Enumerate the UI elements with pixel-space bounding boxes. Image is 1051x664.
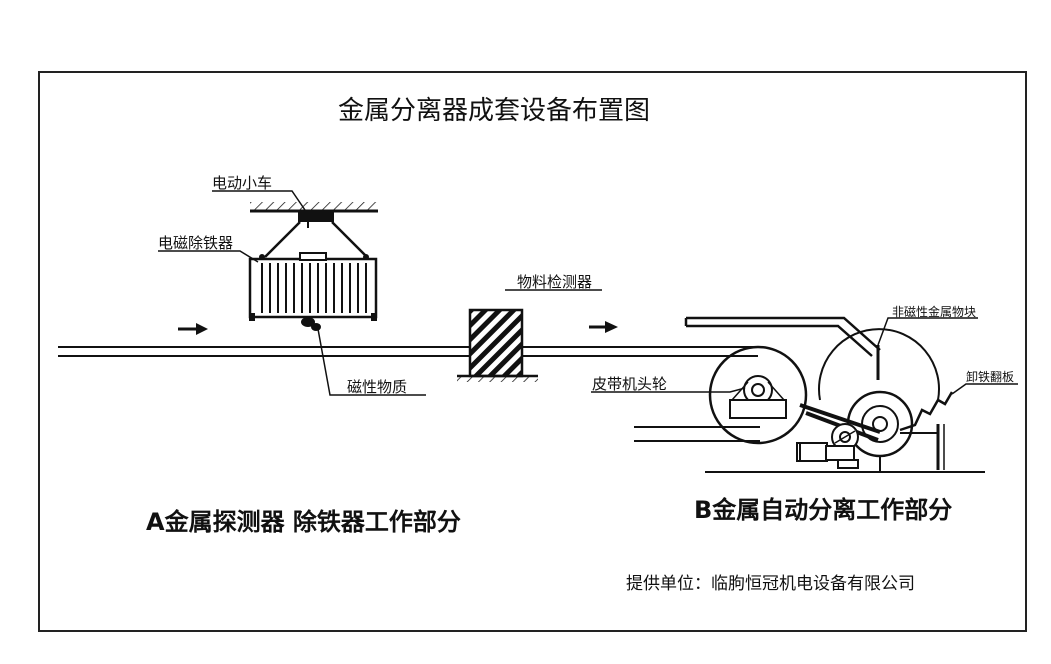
separator-frame (705, 444, 985, 473)
deflector-chute (684, 316, 881, 357)
leader-lines-a (158, 190, 426, 396)
material-detector (457, 308, 538, 382)
overhead-rail (250, 202, 378, 213)
section-a-caption: A金属探测器 除铁器工作部分 (146, 508, 461, 536)
label-cart: 电动小车 (212, 174, 272, 192)
leader-lines-b (591, 317, 1018, 395)
label-belt-head-pulley: 皮带机头轮 (592, 375, 667, 393)
label-material-detector: 物料检测器 (517, 273, 592, 291)
conveyor-belt (58, 346, 758, 357)
section-b-caption: B金属自动分离工作部分 (694, 496, 952, 524)
label-electromagnet: 电磁除铁器 (158, 234, 233, 252)
label-unloading-plate: 卸铁翻板 (966, 369, 1014, 384)
diagram-title: 金属分离器成套设备布置图 (338, 96, 650, 126)
electric-cart (264, 212, 368, 258)
flow-arrow-left (178, 323, 208, 335)
label-magnetic-material: 磁性物质 (347, 378, 407, 396)
provider-text: 提供单位：临朐恒冠机电设备有限公司 (626, 574, 915, 594)
belt-head-pulley (708, 345, 808, 445)
label-non-magnetic-metal: 非磁性金属物块 (892, 304, 976, 319)
electromagnet-body (248, 252, 378, 321)
drive-motor (796, 423, 859, 469)
unloading-flap (899, 391, 954, 470)
magnetic-material-blob (301, 317, 321, 331)
flow-arrow-right (589, 321, 618, 333)
lower-belt-return (634, 426, 760, 442)
